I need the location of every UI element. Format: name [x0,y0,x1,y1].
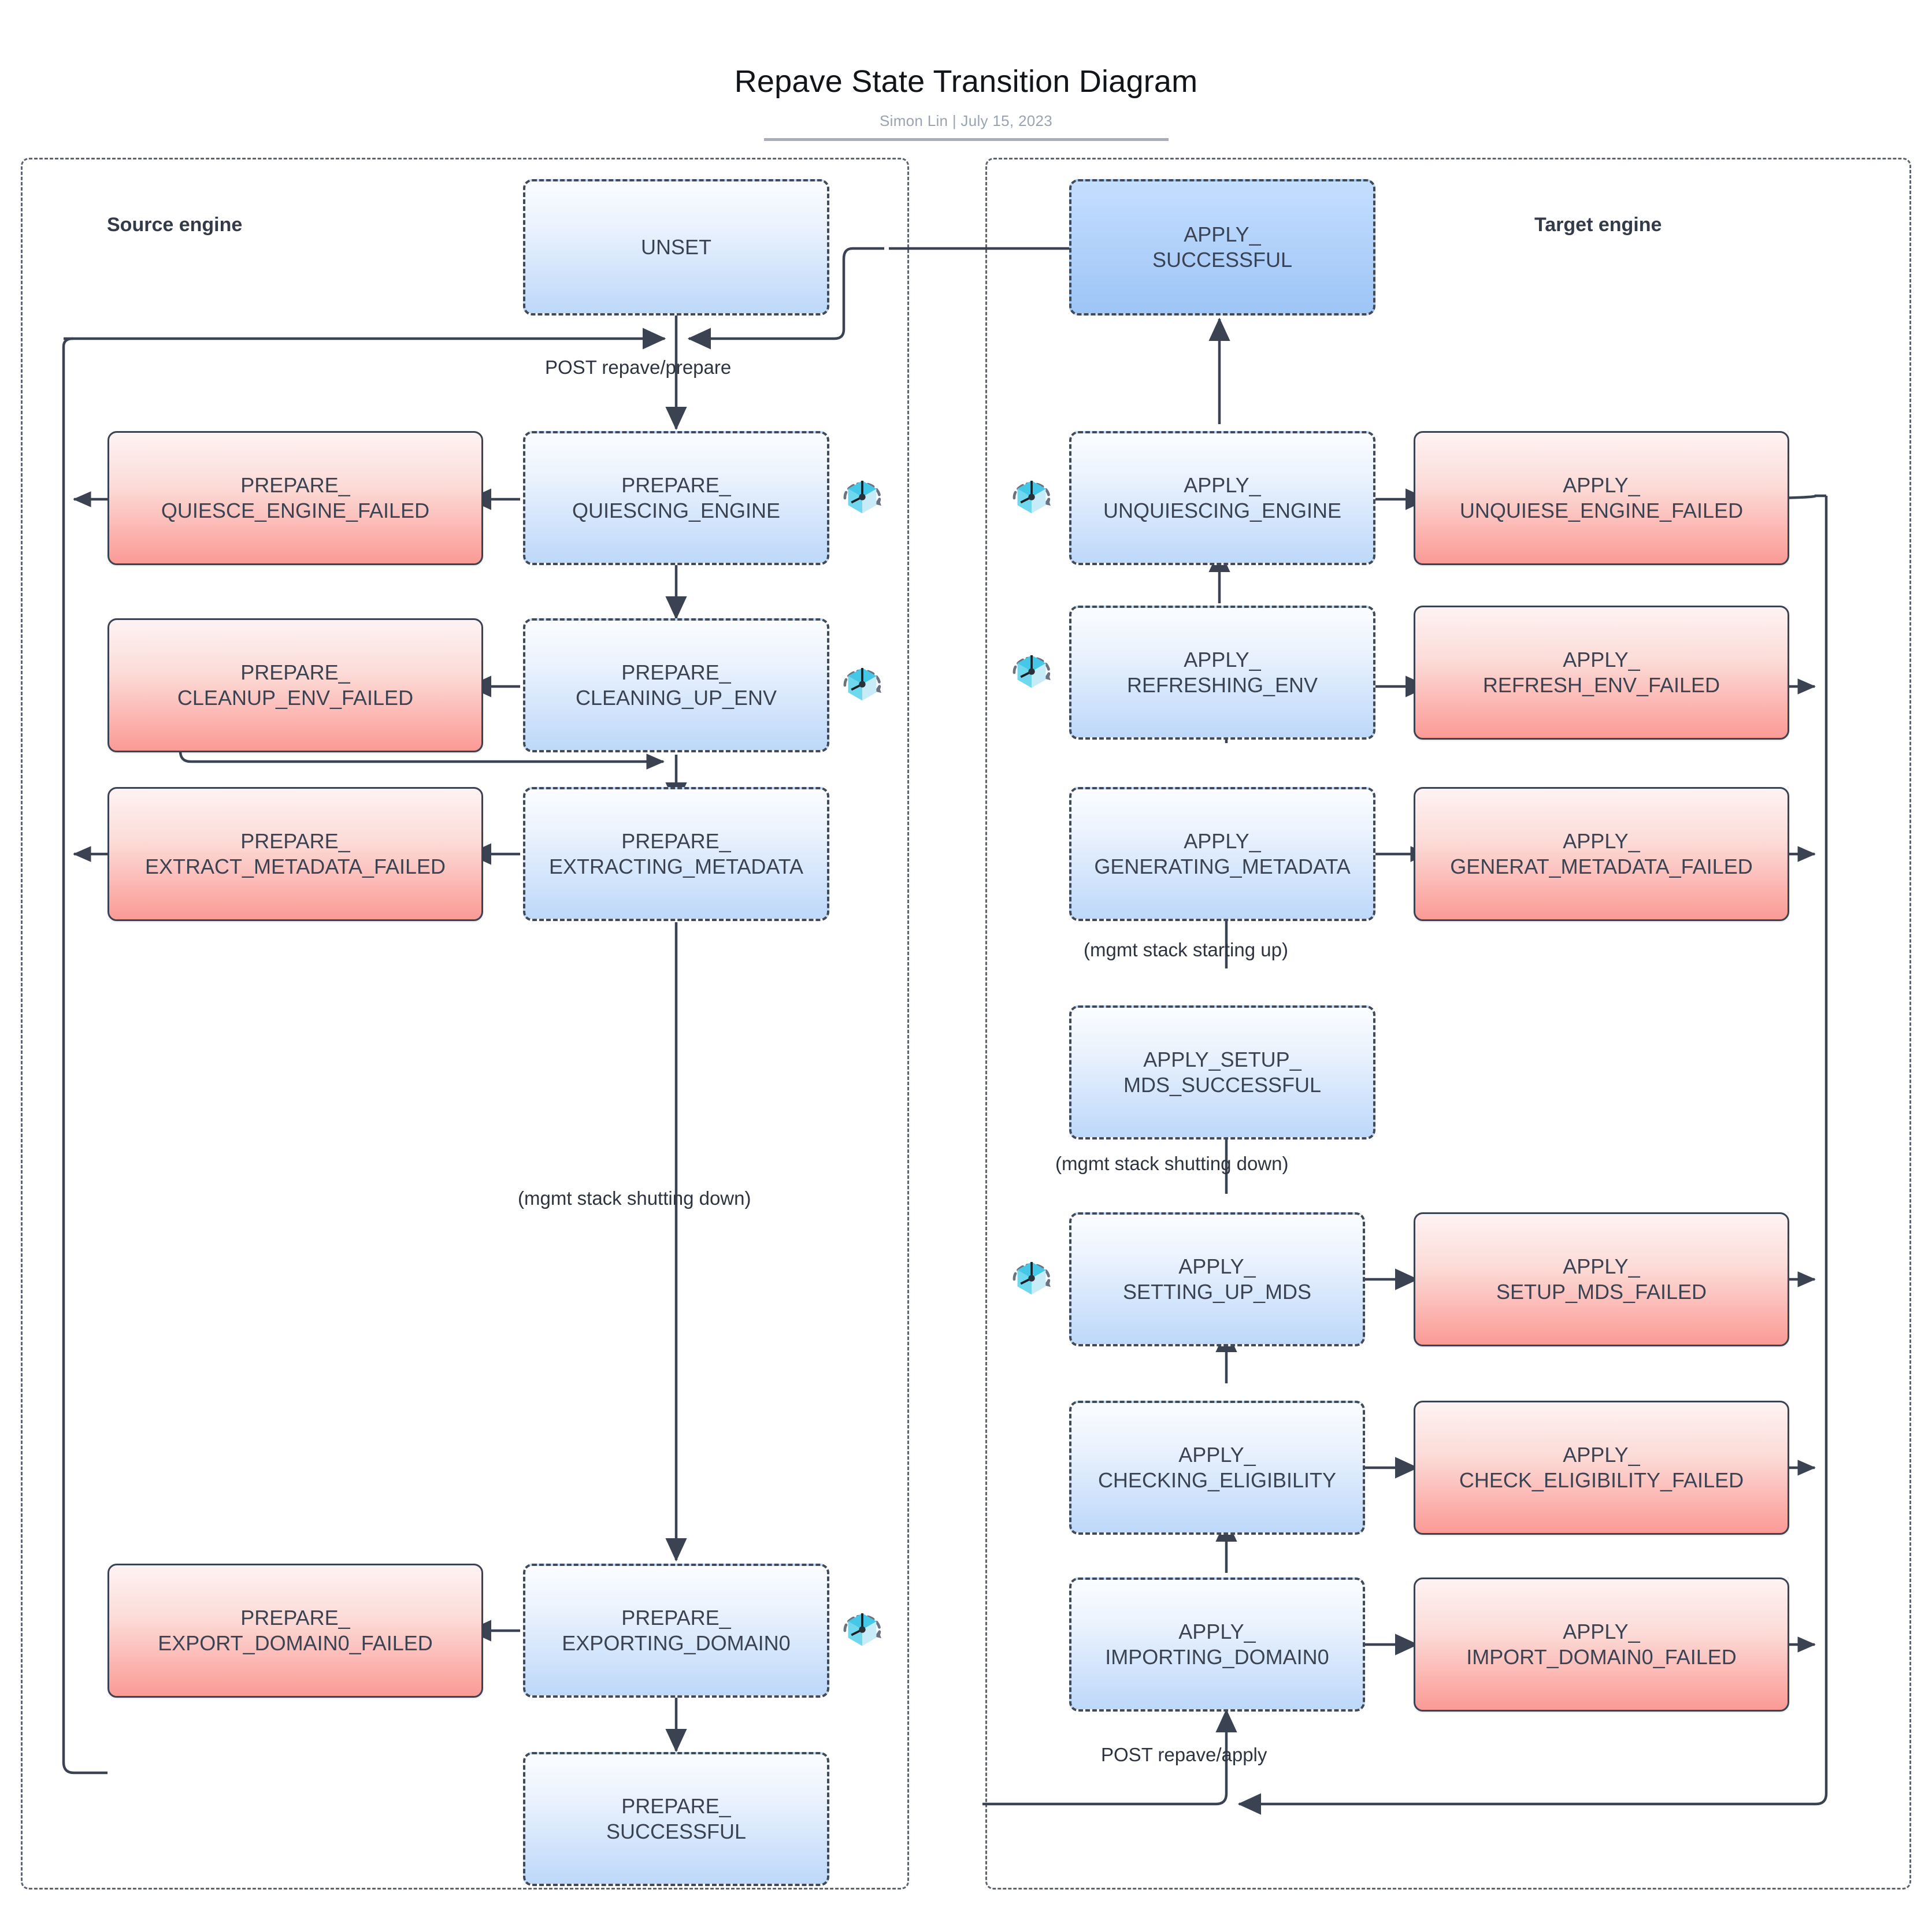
state-apply-refresh-env-failed[interactable]: APPLY_ REFRESH_ENV_FAILED [1414,606,1789,740]
state-prepare-extracting-metadata[interactable]: PREPARE_ EXTRACTING_METADATA [523,787,829,921]
timer-cube-icon [835,658,889,712]
byline: Simon Lin | July 15, 2023 [880,112,1052,129]
swimlane-source-engine [21,158,909,1890]
state-prepare-export-domain0-failed[interactable]: PREPARE_ EXPORT_DOMAIN0_FAILED [107,1564,483,1698]
state-prepare-cleanup-env-failed[interactable]: PREPARE_ CLEANUP_ENV_FAILED [107,618,483,752]
timer-cube-icon [835,471,889,525]
state-apply-refreshing-env[interactable]: APPLY_ REFRESHING_ENV [1069,606,1375,740]
title-block: Repave State Transition Diagram Simon Li… [0,64,1932,141]
state-apply-check-eligibility-failed[interactable]: APPLY_ CHECK_ELIGIBILITY_FAILED [1414,1401,1789,1535]
timer-cube-icon [1004,645,1059,700]
state-apply-import-domain0-failed[interactable]: APPLY_ IMPORT_DOMAIN0_FAILED [1414,1577,1789,1712]
state-prepare-extract-metadata-failed[interactable]: PREPARE_ EXTRACT_METADATA_FAILED [107,787,483,921]
state-prepare-successful[interactable]: PREPARE_ SUCCESSFUL [523,1752,829,1886]
timer-cube-icon [1004,1252,1059,1306]
title-divider [763,138,1169,141]
state-apply-successful[interactable]: APPLY_ SUCCESSFUL [1069,179,1375,315]
page-title: Repave State Transition Diagram [734,64,1198,99]
state-apply-checking-eligibility[interactable]: APPLY_ CHECKING_ELIGIBILITY [1069,1401,1365,1535]
state-apply-importing-domain0[interactable]: APPLY_ IMPORTING_DOMAIN0 [1069,1577,1365,1712]
state-apply-generat-metadata-failed[interactable]: APPLY_ GENERAT_METADATA_FAILED [1414,787,1789,921]
edge-label-mgmt-stack-shutting-down-target: (mgmt stack shutting down) [1055,1153,1289,1174]
state-prepare-quiescing-engine[interactable]: PREPARE_ QUIESCING_ENGINE [523,431,829,565]
edge-label-mgmt-stack-shutting-down-source: (mgmt stack shutting down) [518,1187,751,1209]
state-apply-unquiese-engine-failed[interactable]: APPLY_ UNQUIESE_ENGINE_FAILED [1414,431,1789,565]
state-apply-setting-up-mds[interactable]: APPLY_ SETTING_UP_MDS [1069,1212,1365,1346]
timer-cube-icon [835,1604,889,1658]
state-apply-generating-metadata[interactable]: APPLY_ GENERATING_METADATA [1069,787,1375,921]
state-apply-setup-mds-successful[interactable]: APPLY_SETUP_ MDS_SUCCESSFUL [1069,1005,1375,1139]
swimlane-target-engine [985,158,1911,1890]
state-prepare-quiesce-engine-failed[interactable]: PREPARE_ QUIESCE_ENGINE_FAILED [107,431,483,565]
state-prepare-cleaning-up-env[interactable]: PREPARE_ CLEANING_UP_ENV [523,618,829,752]
edge-label-mgmt-stack-starting-up: (mgmt stack starting up) [1084,939,1288,960]
state-unset[interactable]: UNSET [523,179,829,315]
state-apply-unquiescing-engine[interactable]: APPLY_ UNQUIESCING_ENGINE [1069,431,1375,565]
timer-cube-icon [1004,471,1059,525]
swimlane-target-title: Target engine [1534,214,1662,236]
edge-label-post-repave-prepare: POST repave/prepare [545,357,732,378]
swimlane-source-title: Source engine [107,214,243,236]
edge-label-post-repave-apply: POST repave/apply [1101,1744,1267,1765]
state-apply-setup-mds-failed[interactable]: APPLY_ SETUP_MDS_FAILED [1414,1212,1789,1346]
state-prepare-exporting-domain0[interactable]: PREPARE_ EXPORTING_DOMAIN0 [523,1564,829,1698]
